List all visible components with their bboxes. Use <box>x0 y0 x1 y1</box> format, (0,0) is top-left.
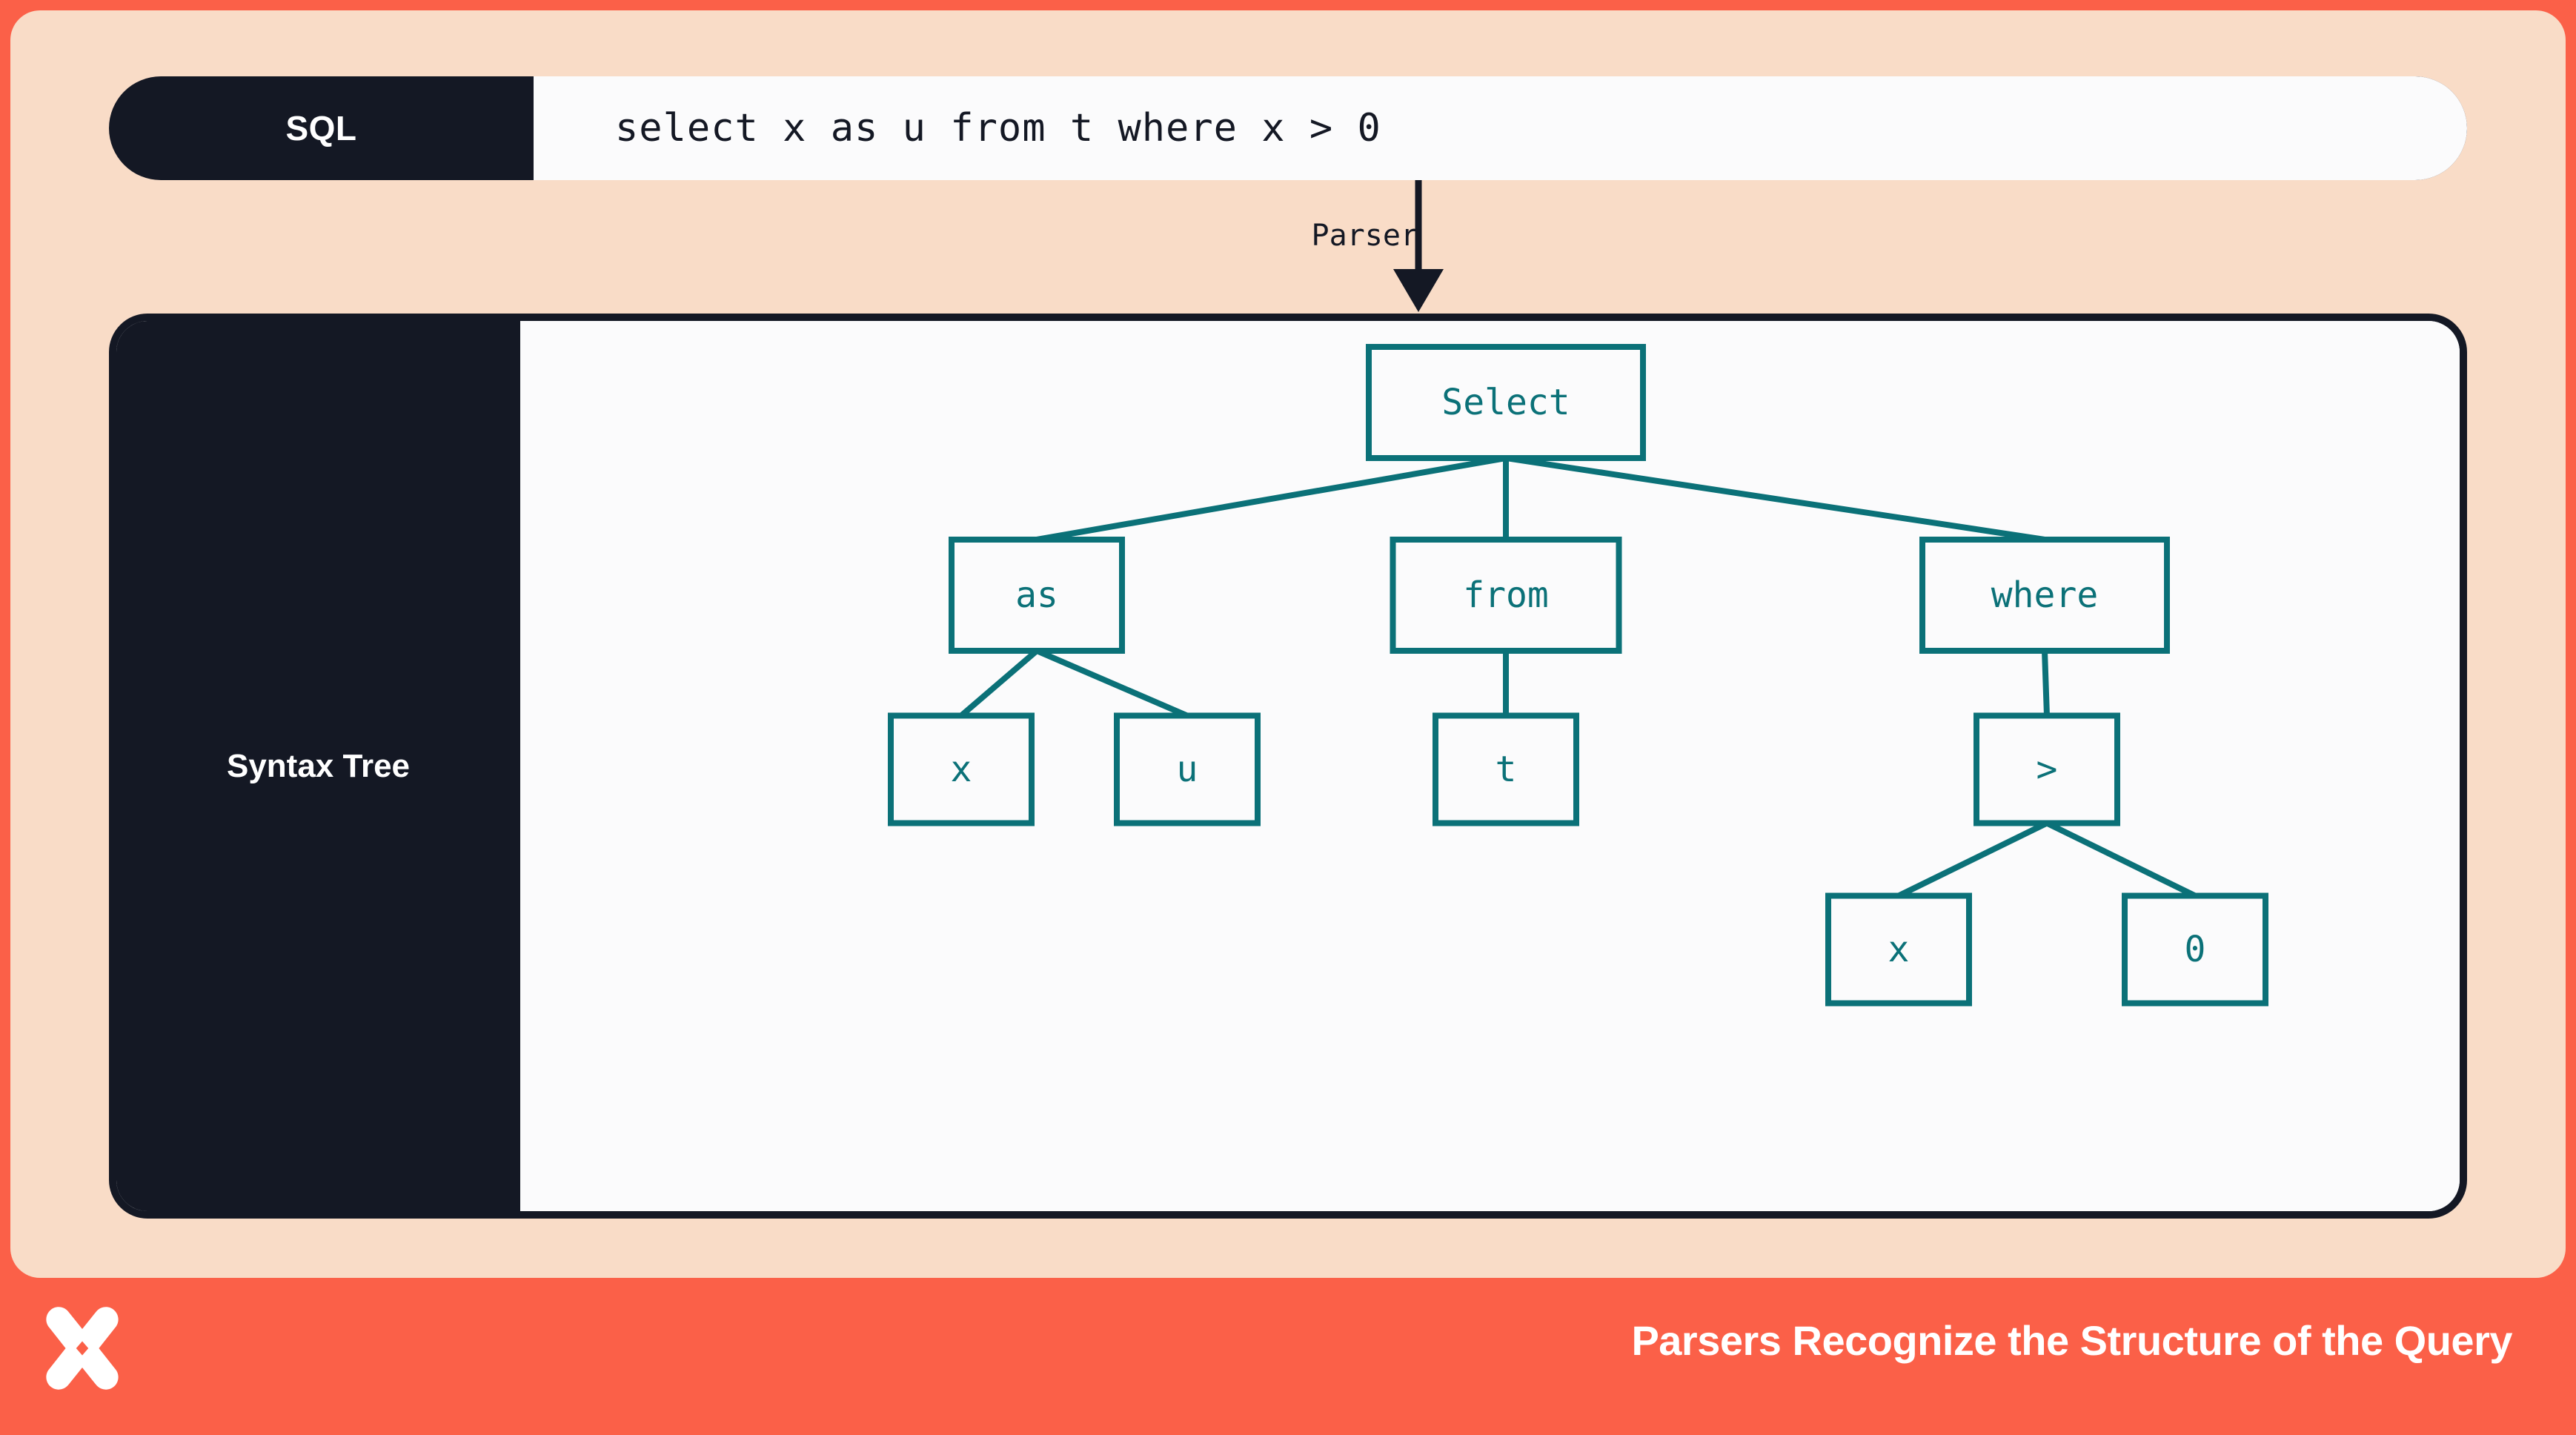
sql-query-field[interactable]: select x as u from t where x > 0 <box>534 76 2467 180</box>
parser-arrow-group: Parser <box>1270 180 1641 315</box>
syntax-tree-graphic: Select as from where x u t > x 0 <box>888 344 2268 1007</box>
tree-node-as[interactable]: as <box>949 537 1125 654</box>
tree-node-label: t <box>1496 749 1517 790</box>
tree-node-x2[interactable]: x <box>1825 892 1972 1007</box>
tree-node-label: u <box>1177 749 1198 790</box>
tree-node-select[interactable]: Select <box>1366 344 1646 461</box>
tree-node-group: Select as from where x u t > x 0 <box>888 344 2268 1007</box>
sql-label: SQL <box>109 76 534 180</box>
sql-input-row: SQL select x as u from t where x > 0 <box>109 76 2467 180</box>
tree-node-label: Select <box>1441 382 1570 423</box>
tree-edge <box>1036 455 1507 543</box>
tree-node-zero[interactable]: 0 <box>2122 892 2268 1007</box>
tree-edge <box>1897 820 2048 899</box>
tree-node-label: from <box>1463 574 1549 616</box>
tree-node-box <box>949 537 1125 654</box>
tree-node-box <box>1919 537 2170 654</box>
tree-node-label: as <box>1015 574 1058 616</box>
tree-node-box <box>2122 892 2268 1007</box>
tree-edge-group <box>959 455 2197 899</box>
footer-tagline: Parsers Recognize the Structure of the Q… <box>1631 1317 2512 1364</box>
tree-node-label: x <box>951 749 972 790</box>
syntax-tree-label: Syntax Tree <box>116 321 520 1211</box>
tree-node-t[interactable]: t <box>1433 712 1579 826</box>
sql-label-text: SQL <box>285 109 357 148</box>
sql-query-text: select x as u from t where x > 0 <box>615 106 1381 150</box>
arrow-down-icon <box>1393 180 1444 312</box>
tree-node-label: > <box>2036 749 2058 790</box>
syntax-tree-panel: Syntax Tree Select as from where x u t > x 0 <box>109 314 2467 1219</box>
tree-node-from[interactable]: from <box>1390 537 1622 654</box>
tree-node-label: x <box>1888 929 1910 970</box>
tree-node-label: 0 <box>2185 929 2206 970</box>
parser-label: Parser <box>1311 219 1419 253</box>
tree-edge <box>1035 648 1189 719</box>
tree-edge <box>2042 650 2050 716</box>
tree-node-box <box>1390 537 1622 654</box>
tree-node-where[interactable]: where <box>1919 537 2170 654</box>
syntax-tree-canvas: Select as from where x u t > x 0 <box>520 321 2460 1211</box>
tree-node-box <box>1974 712 2120 826</box>
tree-node-box <box>1114 712 1261 826</box>
tree-node-u[interactable]: u <box>1114 712 1261 826</box>
tree-edge <box>959 648 1039 718</box>
syntax-tree-label-text: Syntax Tree <box>226 747 411 784</box>
tree-edge <box>2045 820 2197 899</box>
tree-node-box <box>888 712 1035 826</box>
tree-edge <box>1505 455 2045 543</box>
tree-node-x1[interactable]: x <box>888 712 1035 826</box>
tree-node-gt[interactable]: > <box>1974 712 2120 826</box>
tree-node-box <box>1433 712 1579 826</box>
tree-node-label: where <box>1991 574 2099 616</box>
tree-node-box <box>1366 344 1646 461</box>
four-point-star-logo <box>46 1307 119 1390</box>
content-card: SQL select x as u from t where x > 0 Par… <box>10 10 2566 1278</box>
footer-bar: Parsers Recognize the Structure of the Q… <box>0 1278 2576 1435</box>
tree-node-box <box>1825 892 1972 1007</box>
